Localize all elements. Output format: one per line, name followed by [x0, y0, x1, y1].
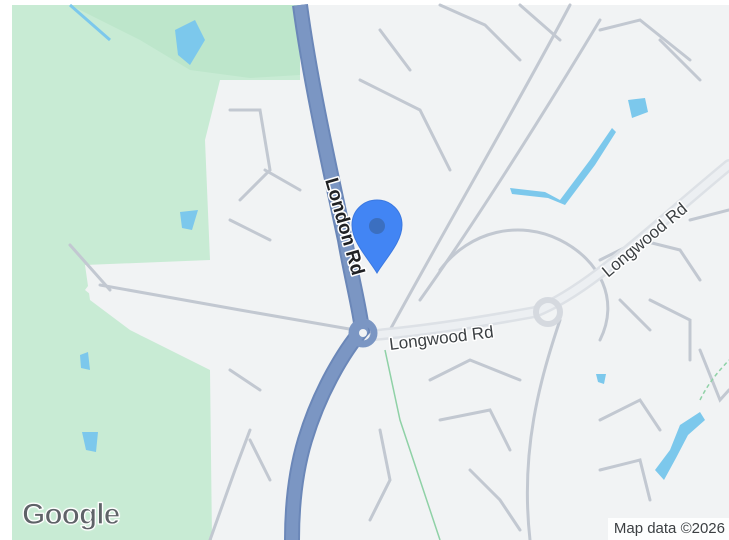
pond-east: [628, 98, 648, 118]
london-rd-fill: [286, 4, 369, 540]
roundabout-center: [359, 329, 367, 337]
trail: [384, 349, 441, 540]
pond-tiny: [596, 374, 606, 384]
park-area: [12, 5, 300, 540]
google-logo[interactable]: Google: [21, 497, 121, 531]
pond-small: [80, 352, 90, 370]
stream-east: [655, 412, 705, 480]
stream-north: [69, 3, 111, 42]
map-attribution[interactable]: Map data ©2026: [607, 518, 729, 540]
pond: [180, 210, 198, 230]
lake: [175, 20, 205, 65]
longwood-rd-inner: [371, 161, 729, 339]
pond-small-2: [82, 432, 98, 452]
location-pin-icon[interactable]: [351, 199, 403, 274]
minor-roads: [68, 3, 729, 540]
roundabout: [348, 318, 378, 348]
trail-east: [699, 359, 729, 401]
roundabout-east: [533, 297, 563, 327]
